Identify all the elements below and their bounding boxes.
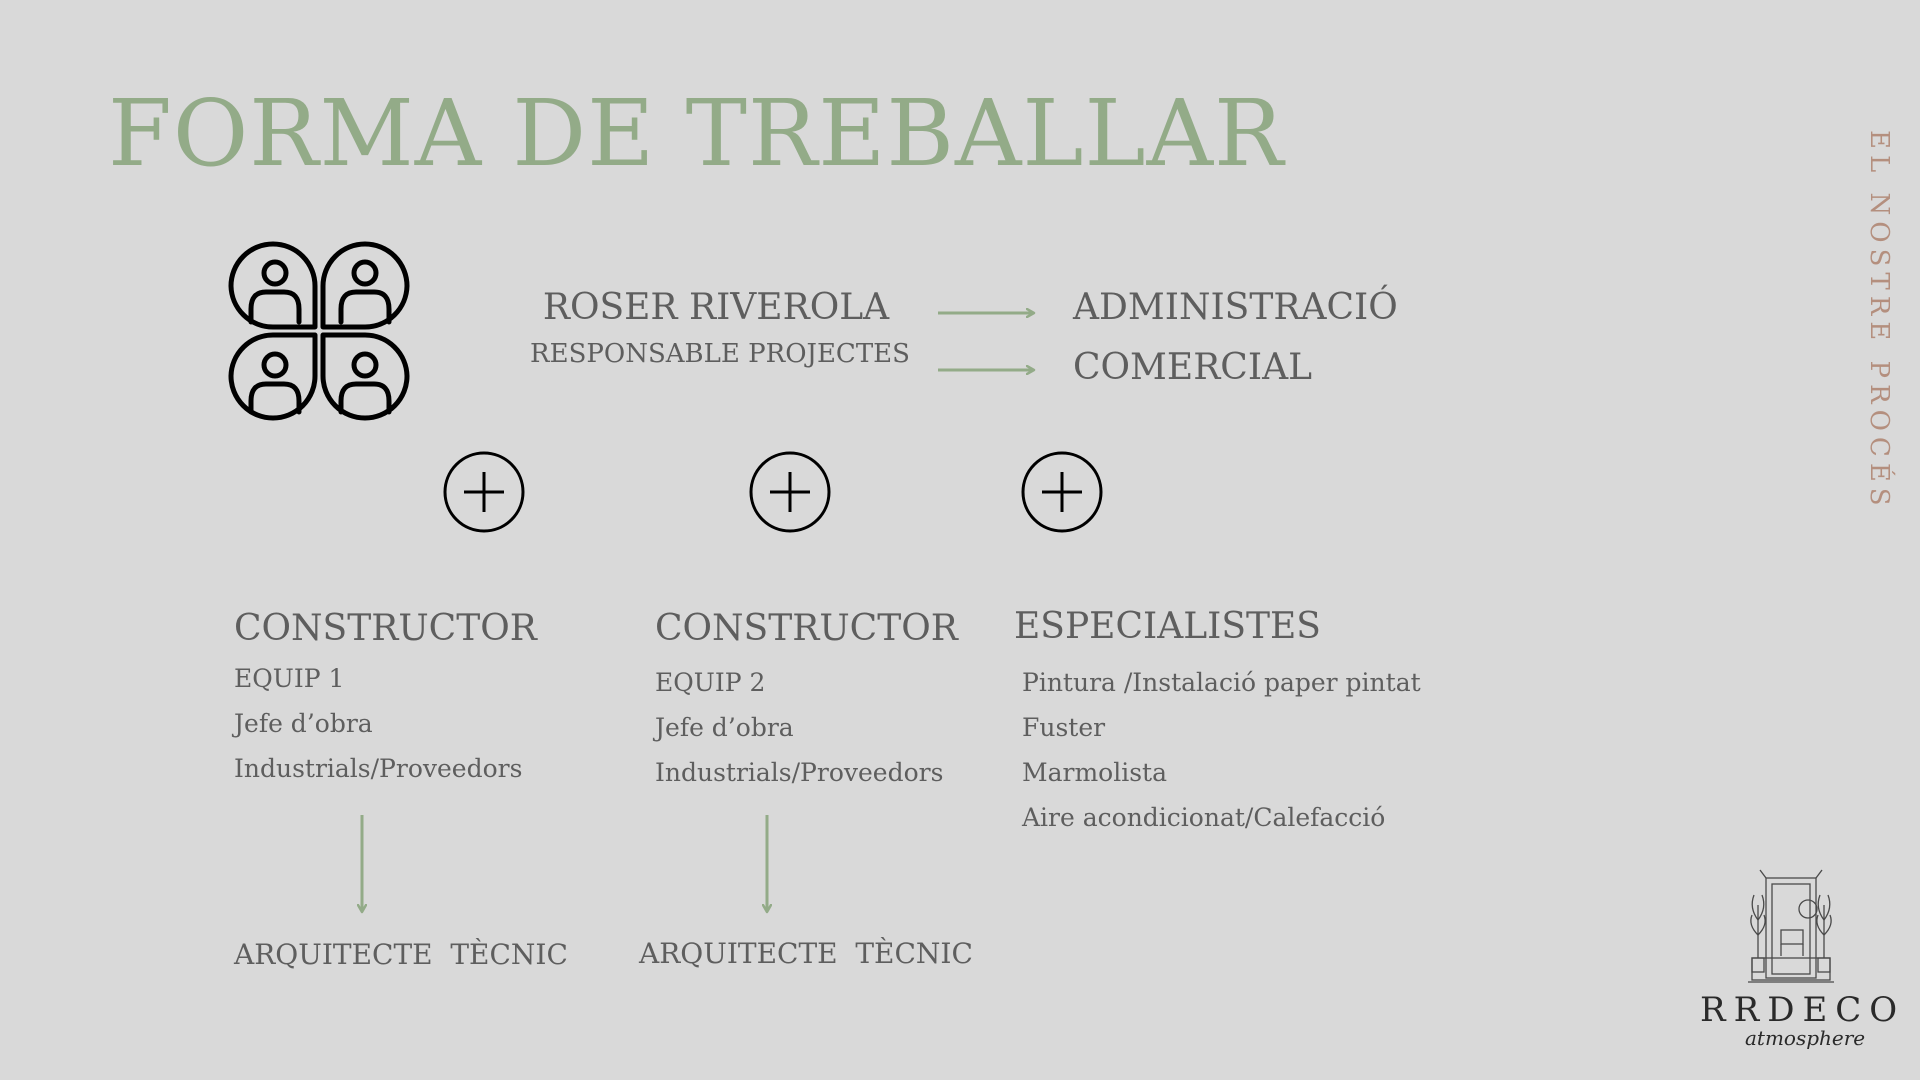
list-item: Fuster [1022, 713, 1106, 742]
column-heading-constructor-2: CONSTRUCTOR [655, 608, 958, 649]
list-item: Aire acondicionat/Calefacció [1022, 803, 1386, 832]
list-item: EQUIP 2 [655, 668, 766, 697]
page-title: FORMA DE TREBALLAR [108, 80, 1285, 187]
target-comercial: COMERCIAL [1073, 347, 1312, 388]
side-section-label: EL NOSTRE PROCÉS [1864, 130, 1894, 512]
team-icon [228, 241, 410, 421]
list-item: Industrials/Proveedors [234, 754, 523, 783]
result-arquitecte-tecnic-2: ARQUITECTE TÈCNIC [639, 937, 973, 970]
list-item: EQUIP 1 [234, 664, 345, 693]
logo-illustration [1748, 869, 1834, 983]
list-item: Industrials/Proveedors [655, 758, 944, 787]
logo-tagline: atmosphere [1745, 1026, 1866, 1050]
plus-icon [749, 451, 831, 533]
column-heading-constructor-1: CONSTRUCTOR [234, 608, 537, 649]
plus-icon [1021, 451, 1103, 533]
list-item: Marmolista [1022, 758, 1167, 787]
column-heading-especialistes: ESPECIALISTES [1014, 606, 1321, 647]
result-arquitecte-tecnic-1: ARQUITECTE TÈCNIC [234, 938, 568, 971]
list-item: Jefe d’obra [655, 713, 794, 742]
lead-name: ROSER RIVEROLA [542, 287, 890, 328]
logo-name: RRDECO [1700, 990, 1906, 1030]
list-item: Jefe d’obra [234, 709, 373, 738]
lead-role: RESPONSABLE PROJECTES [530, 339, 910, 369]
list-item: Pintura /Instalació paper pintat [1022, 668, 1421, 697]
plus-icon [443, 451, 525, 533]
target-administracio: ADMINISTRACIÓ [1073, 287, 1398, 328]
